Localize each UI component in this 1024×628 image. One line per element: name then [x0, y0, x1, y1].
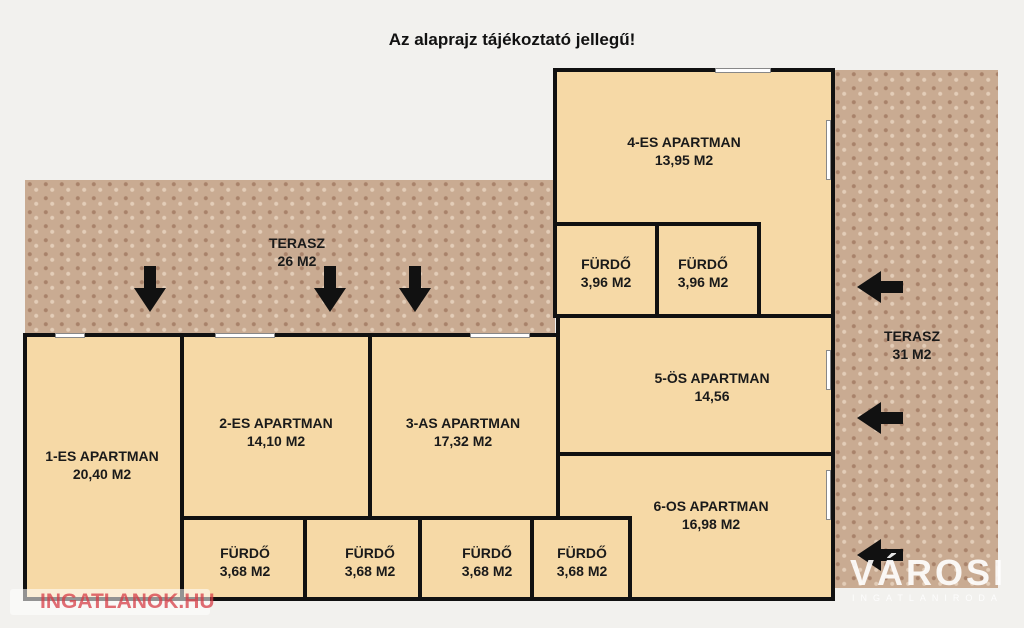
room-area: 16,98 M2 — [681, 516, 741, 532]
room-name: FÜRDŐ — [345, 545, 395, 561]
window — [826, 470, 831, 520]
varosi-logo-sub: INGATLANIRODA — [852, 593, 1003, 603]
room-area: 3,96 M2 — [580, 274, 632, 290]
terrace-right — [833, 70, 998, 588]
room-area: 20,40 M2 — [72, 466, 132, 482]
bath-label: FÜRDŐ 3,96 M2 — [678, 255, 729, 291]
room-name: 5-ÖS APARTMAN — [654, 370, 770, 386]
room-bath-1 — [180, 516, 307, 601]
room-name: 3-AS APARTMAN — [405, 415, 521, 431]
room-area: 3,68 M2 — [461, 563, 513, 579]
bath-label: FÜRDŐ 3,96 M2 — [581, 255, 632, 291]
arrow-left-icon — [857, 271, 903, 303]
apartment-1-label: 1-ES APARTMAN 20,40 M2 — [45, 447, 159, 483]
window — [55, 333, 85, 338]
window — [215, 333, 275, 338]
window — [826, 350, 831, 390]
arrow-left-icon — [857, 402, 903, 434]
terrace-area: 26 M2 — [277, 253, 317, 269]
room-name: 6-OS APARTMAN — [653, 498, 769, 514]
terrace-area: 31 M2 — [892, 346, 932, 362]
apartment-6-label: 6-OS APARTMAN 16,98 M2 — [653, 497, 768, 533]
ingatlanok-watermark: INGATLANOK.HU — [10, 589, 215, 615]
terrace-name: TERASZ — [269, 235, 325, 251]
room-name: FÜRDŐ — [581, 256, 631, 272]
apartment-3-label: 3-AS APARTMAN 17,32 M2 — [406, 414, 520, 450]
arrow-left-icon — [857, 539, 903, 571]
apartment-4-label: 4-ES APARTMAN 13,95 M2 — [627, 133, 741, 169]
room-area: 3,68 M2 — [556, 563, 608, 579]
apartment-5-label: 5-ÖS APARTMAN 14,56 — [654, 369, 769, 405]
window — [470, 333, 530, 338]
bath-label: FÜRDŐ 3,68 M2 — [345, 544, 396, 580]
room-name: FÜRDŐ — [678, 256, 728, 272]
arrow-down-icon — [399, 266, 431, 312]
varosi-logo: VÁROSI — [850, 552, 1007, 593]
room-bath-4 — [530, 516, 632, 601]
room-area: 17,32 M2 — [433, 433, 493, 449]
terrace-left — [25, 180, 555, 338]
bath-label: FÜRDŐ 3,68 M2 — [462, 544, 513, 580]
bath-label: FÜRDŐ 3,68 M2 — [220, 544, 271, 580]
room-area: 3,96 M2 — [677, 274, 729, 290]
arrow-down-icon — [134, 266, 166, 312]
room-name: 2-ES APARTMAN — [219, 415, 333, 431]
terrace-right-label: TERASZ 31 M2 — [884, 327, 940, 363]
window — [715, 68, 771, 73]
room-area: 14,56 — [694, 388, 730, 404]
apartment-2-label: 2-ES APARTMAN 14,10 M2 — [219, 414, 333, 450]
disclaimer-title: Az alaprajz tájékoztató jellegű! — [388, 30, 636, 49]
room-name: 1-ES APARTMAN — [45, 448, 159, 464]
room-area: 13,95 M2 — [654, 152, 714, 168]
arrow-down-icon — [314, 266, 346, 312]
room-name: FÜRDŐ — [557, 545, 607, 561]
bath-label: FÜRDŐ 3,68 M2 — [557, 544, 608, 580]
window — [826, 120, 831, 180]
room-area: 3,68 M2 — [344, 563, 396, 579]
terrace-name: TERASZ — [884, 328, 940, 344]
room-name: FÜRDŐ — [220, 545, 270, 561]
terrace-left-label: TERASZ 26 M2 — [269, 234, 325, 270]
room-area: 3,68 M2 — [219, 563, 271, 579]
room-area: 14,10 M2 — [246, 433, 306, 449]
room-name: FÜRDŐ — [462, 545, 512, 561]
room-name: 4-ES APARTMAN — [627, 134, 741, 150]
